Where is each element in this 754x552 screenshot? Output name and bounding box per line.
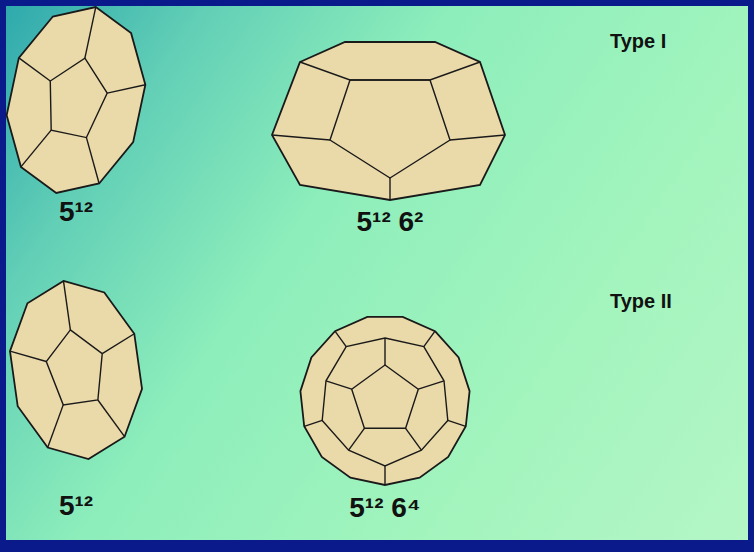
type-label: Type II: [610, 290, 672, 313]
tetrakaidecahedron: [272, 42, 505, 200]
cage-formula: 5¹² 6⁴: [349, 492, 420, 524]
cage-formula: 5¹²: [59, 196, 93, 228]
cage-formula: 5¹² 6²: [357, 206, 424, 238]
dodecahedron: [0, 0, 159, 206]
type-label: Type I: [610, 30, 666, 53]
dodecahedron: [1, 272, 150, 468]
cage-formula: 5¹²: [59, 490, 93, 522]
hexakaidecahedron: [300, 317, 469, 485]
